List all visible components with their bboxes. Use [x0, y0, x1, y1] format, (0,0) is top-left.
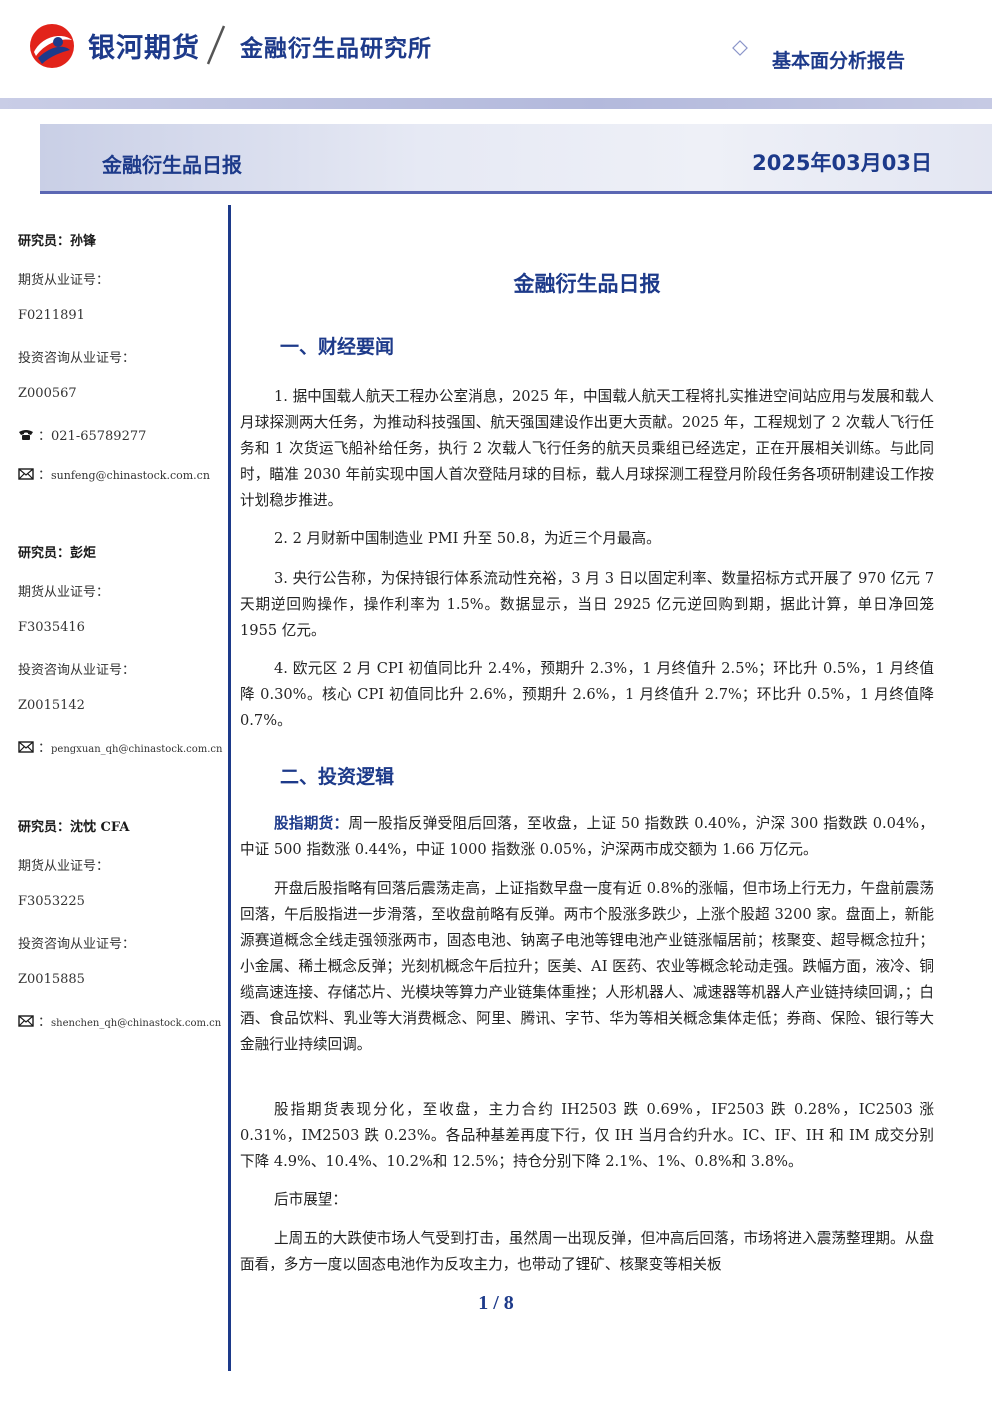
phone-line: ：021-65789277	[18, 425, 146, 444]
license-label: 期货从业证号：	[18, 859, 110, 874]
email-line: ：shenchen_qh@chinastock.com.cn	[18, 1011, 221, 1030]
news-item: 2. 2 月财新中国制造业 PMI 升至 50.8，为近三个月最高。	[274, 530, 661, 547]
news-item: 4. 欧元区 2 月 CPI 初值同比升 2.4%，预期升 2.3%，1 月终值…	[240, 660, 934, 729]
consult-number: Z0015885	[18, 972, 85, 987]
header-divider	[0, 98, 992, 109]
email-line: ：pengxuan_qh@chinastock.com.cn	[18, 737, 222, 756]
report-date: 2025年03月03日	[752, 151, 932, 175]
logic-paragraph: 开盘后股指略有回落后震荡走高，上证指数早盘一度有近 0.8%的涨幅，但市场上行无…	[240, 880, 934, 1053]
news-item: 3. 央行公告称，为保持银行体系流动性充裕，3 月 3 日以固定利率、数量招标方…	[240, 570, 934, 639]
section-heading-logic: 二、投资逻辑	[280, 766, 395, 788]
analyst-name: 研究员：沈忱 CFA	[18, 820, 130, 835]
email-icon	[18, 468, 34, 480]
sidebar-divider	[228, 205, 231, 1371]
consult-number: Z000567	[18, 386, 77, 401]
email-address[interactable]: pengxuan_qh@chinastock.com.cn	[51, 744, 223, 755]
consult-label: 投资咨询从业证号：	[18, 351, 136, 366]
analyst-name: 研究员：彭炬	[18, 546, 97, 561]
page-header: 银河期货 金融衍生品研究所 基本面分析报告	[0, 0, 992, 98]
brand-name: 银河期货	[88, 33, 200, 64]
email-line: ：sunfeng@chinastock.com.cn	[18, 464, 210, 483]
logic-label: 股指期货：	[274, 815, 349, 832]
email-icon	[18, 1015, 34, 1027]
license-label: 期货从业证号：	[18, 585, 110, 600]
logic-paragraph: 上周五的大跌使市场人气受到打击，虽然周一出现反弹，但冲高后回落，市场将进入震荡整…	[240, 1230, 934, 1273]
consult-label: 投资咨询从业证号：	[18, 937, 136, 952]
document-title: 金融衍生品日报	[513, 272, 661, 296]
brand-subtitle: 金融衍生品研究所	[240, 36, 432, 62]
consult-number: Z0015142	[18, 698, 85, 713]
logic-paragraph: 股指期货表现分化，至收盘，主力合约 IH2503 跌 0.69%，IF2503 …	[240, 1101, 934, 1170]
title-band: 金融衍生品日报 2025年03月03日	[40, 124, 992, 194]
section-heading-news: 一、财经要闻	[280, 336, 395, 358]
report-type-label: 基本面分析报告	[772, 50, 906, 72]
galaxy-logo-icon	[30, 24, 74, 68]
phone-number: 021-65789277	[51, 429, 147, 444]
decorative-line-diamond-icon	[470, 40, 748, 56]
brand-divider-slash	[206, 25, 226, 65]
phone-icon	[19, 430, 33, 440]
email-address[interactable]: shenchen_qh@chinastock.com.cn	[51, 1018, 222, 1029]
email-icon	[18, 741, 34, 753]
license-number: F0211891	[18, 308, 85, 323]
analyst-name: 研究员：孙锋	[18, 234, 97, 249]
license-number: F3053225	[18, 894, 85, 909]
logic-intro: 股指期货：周一股指反弹受阻后回落，至收盘，上证 50 指数跌 0.40%，沪深 …	[240, 811, 934, 863]
outlook-heading: 后市展望：	[274, 1191, 347, 1208]
page-number: 1 / 8	[478, 1292, 514, 1314]
email-address[interactable]: sunfeng@chinastock.com.cn	[51, 469, 210, 482]
license-label: 期货从业证号：	[18, 273, 110, 288]
consult-label: 投资咨询从业证号：	[18, 663, 136, 678]
news-item: 1. 据中国载人航天工程办公室消息，2025 年，中国载人航天工程将扎实推进空间…	[240, 388, 934, 509]
logic-intro-text: 周一股指反弹受阻后回落，至收盘，上证 50 指数跌 0.40%，沪深 300 指…	[240, 815, 934, 858]
report-title: 金融衍生品日报	[102, 153, 242, 177]
license-number: F3035416	[18, 620, 85, 635]
